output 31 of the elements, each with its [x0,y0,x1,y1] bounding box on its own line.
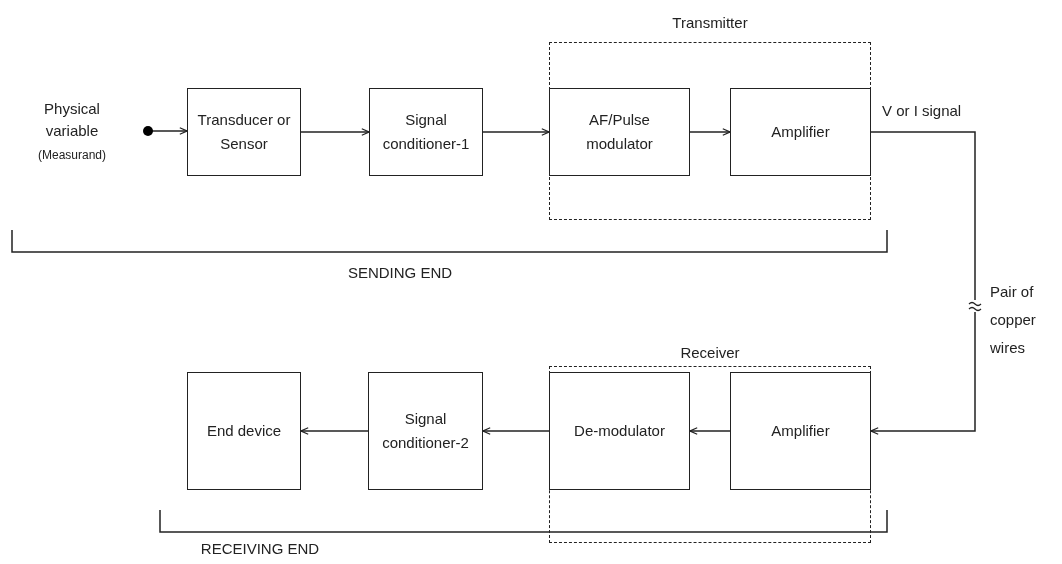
arrow [689,427,731,435]
block-label: Transducer or Sensor [196,110,292,154]
section-label: RECEIVING END [199,539,321,559]
block [730,372,871,490]
block [549,88,690,176]
arrow [870,131,976,435]
block-label: Signal conditioner-2 [381,409,470,453]
input-label: Physical variable [43,99,101,141]
block-label: Signal conditioner-1 [381,110,471,154]
arrow [151,127,188,135]
input-sublabel: (Measurand) [38,147,106,164]
block-label: De-modulator [574,421,665,441]
block [549,372,690,490]
group-heading: Receiver [679,343,741,363]
wire-label: Pair of copper wires [990,282,1037,358]
arrow [482,427,550,435]
arrow [300,128,370,136]
block [730,88,871,176]
block-label: End device [206,421,282,441]
section-label: SENDING END [346,263,454,283]
arrow [300,427,369,435]
block [187,372,301,490]
block [368,372,483,490]
block [187,88,301,176]
block [369,88,483,176]
arrow [482,128,550,136]
block-label: AF/Pulse modulator [585,110,654,154]
block-label: Amplifier [771,421,830,441]
arrow [689,128,731,136]
group-heading: Transmitter [671,13,749,33]
block-label: Amplifier [771,122,830,142]
